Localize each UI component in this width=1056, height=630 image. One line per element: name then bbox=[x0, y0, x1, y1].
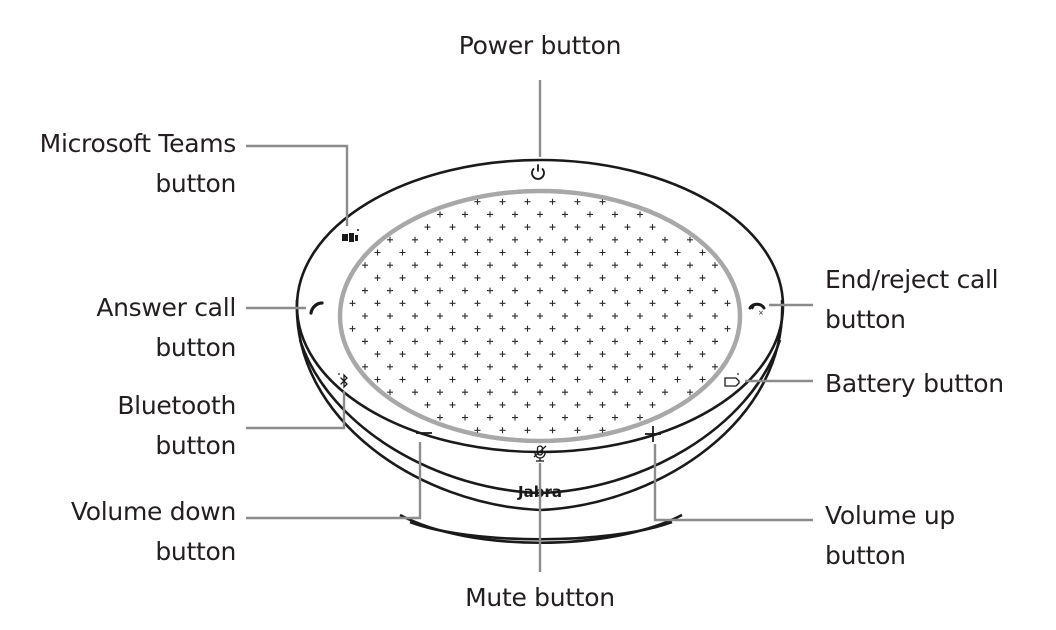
end-call-icon[interactable]: × bbox=[748, 302, 766, 317]
callout-answer-label: Answer call button bbox=[0, 288, 236, 368]
plus-icon[interactable] bbox=[645, 426, 661, 442]
label-line: Mute button bbox=[465, 583, 615, 612]
leader-volup bbox=[653, 444, 813, 522]
label-line: Volume up bbox=[825, 501, 955, 530]
microsoft-teams-icon[interactable] bbox=[342, 229, 359, 242]
grille-perforation-pattern bbox=[349, 198, 731, 434]
label-line: Power button bbox=[458, 31, 622, 60]
answer-call-icon[interactable] bbox=[309, 301, 324, 315]
label-line: button bbox=[155, 537, 236, 566]
speaker-grille bbox=[337, 188, 743, 444]
callout-endcall-label: End/reject call button bbox=[825, 260, 1055, 340]
label-line: button bbox=[825, 305, 906, 334]
label-line: Microsoft Teams bbox=[39, 129, 237, 158]
label-line: Answer call bbox=[96, 293, 236, 322]
callout-battery-label: Battery button bbox=[825, 364, 1055, 404]
svg-text:×: × bbox=[758, 309, 764, 317]
label-line: button bbox=[155, 169, 236, 198]
leader-lines bbox=[246, 80, 813, 572]
bluetooth-icon[interactable] bbox=[338, 373, 348, 389]
label-line: Battery button bbox=[825, 369, 1004, 398]
callout-voldown-label: Volume down button bbox=[0, 492, 236, 572]
mute-microphone-icon[interactable] bbox=[533, 445, 547, 462]
label-line: Bluetooth bbox=[117, 391, 236, 420]
callout-volup-label: Volume up button bbox=[825, 496, 1055, 576]
power-icon[interactable] bbox=[531, 164, 545, 180]
leader-voldown bbox=[246, 442, 422, 520]
callout-power-label: Power button bbox=[420, 26, 660, 66]
label-line: Volume down bbox=[70, 497, 236, 526]
leader-teams bbox=[246, 144, 349, 226]
label-line: button bbox=[825, 541, 906, 570]
callout-teams-label: Microsoft Teams button bbox=[0, 124, 237, 204]
battery-icon[interactable] bbox=[724, 373, 740, 387]
callout-mute-label: Mute button bbox=[420, 578, 660, 618]
label-line: End/reject call bbox=[825, 265, 999, 294]
callout-bluetooth-label: Bluetooth button bbox=[0, 386, 236, 466]
label-line: button bbox=[155, 431, 236, 460]
leader-bluetooth bbox=[246, 391, 346, 430]
label-line: button bbox=[155, 333, 236, 362]
